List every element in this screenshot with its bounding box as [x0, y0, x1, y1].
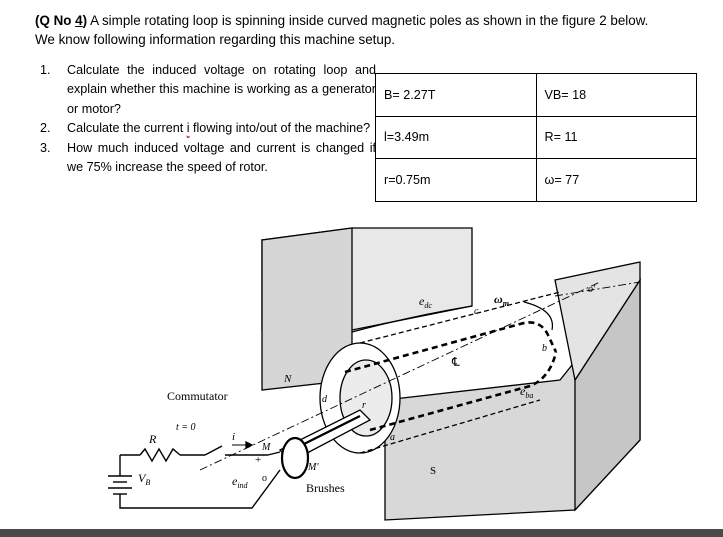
table-cell: R= 11: [535, 115, 697, 160]
centerline-label: ℄: [451, 355, 460, 369]
table-cell: ω= 77: [535, 158, 697, 202]
question-number: (Q No 4): [35, 13, 88, 28]
plus-terminal-label: +: [255, 454, 261, 466]
question-intro-line2: We know following information regarding …: [35, 32, 395, 47]
current-label: i: [232, 431, 235, 443]
current-arrowhead: [245, 440, 254, 450]
table-cell: B= 2.27T: [375, 73, 537, 117]
commutator-label: Commutator: [167, 389, 228, 403]
parameter-table: B= 2.27T VB= 18 l=3.49m R= 11 r=0.75m ω=…: [375, 73, 697, 202]
m-prime-label: M′: [307, 462, 319, 473]
axis-extension: [554, 281, 641, 297]
commutator-assembly: [278, 409, 372, 480]
table-cell: VB= 18: [535, 73, 697, 117]
resistor-label: R: [148, 432, 157, 446]
task-item: 1. Calculate the induced voltage on rota…: [40, 63, 376, 116]
eba-label: eba: [520, 384, 533, 400]
a-label: a: [390, 432, 395, 443]
vb-label: VB: [138, 471, 150, 487]
table-row: B= 2.27T VB= 18: [375, 73, 697, 117]
m-label: M: [261, 442, 271, 453]
eind-label: eind: [232, 474, 249, 490]
current-variable: i: [186, 121, 190, 136]
question-intro-line1: A simple rotating loop is spinning insid…: [90, 13, 649, 28]
table-cell: r=0.75m: [375, 158, 537, 202]
table-row: l=3.49m R= 11: [375, 115, 697, 160]
switch-time-label: t = 0: [176, 422, 196, 433]
r-label: r: [362, 400, 366, 411]
minus-terminal-label: o: [262, 473, 267, 484]
bottom-bar: [0, 529, 723, 537]
question-header: (Q No 4) A simple rotating loop is spinn…: [35, 11, 648, 49]
south-pole-label: S: [430, 465, 436, 477]
north-pole-label: N: [283, 373, 292, 385]
task-item: 2. Calculate the current i flowing into/…: [40, 121, 371, 136]
b-label: b: [542, 343, 547, 354]
table-row: r=0.75m ω= 77: [375, 158, 697, 202]
rotor-axis: [199, 281, 601, 471]
loop-conductor: [344, 321, 558, 432]
rotation-arrow: [523, 301, 554, 331]
south-pole-block: [384, 261, 641, 521]
task-list: 1. Calculate the induced voltage on rota…: [40, 61, 376, 177]
d-label: d: [322, 394, 328, 405]
table-cell: l=3.49m: [375, 115, 537, 160]
o-prime-label: o′: [588, 284, 596, 295]
c-label: c: [474, 306, 479, 317]
brushes-label: Brushes: [306, 481, 345, 495]
rotating-loop-figure: Commutator Brushes N S edc eba ωm R VB t…: [108, 227, 641, 521]
edc-label: edc: [419, 294, 432, 310]
external-circuit: [108, 445, 281, 509]
task-item: 3. How much induced voltage and current …: [40, 140, 376, 175]
omega-label: ωm: [494, 292, 509, 308]
